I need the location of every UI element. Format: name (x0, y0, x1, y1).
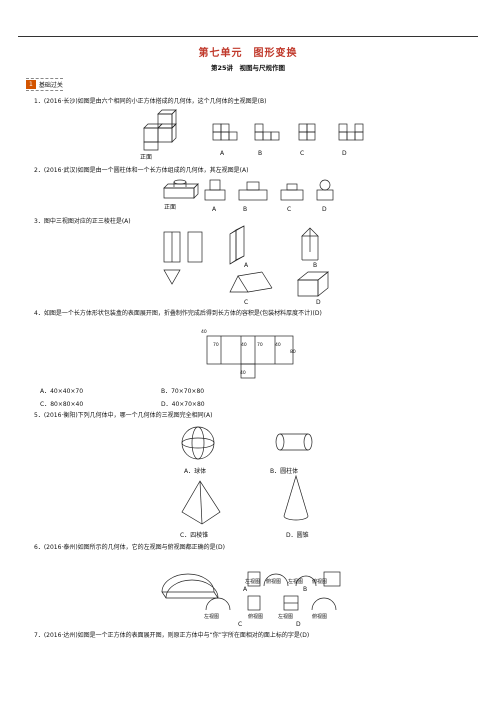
q6-c-top-label: 俯视图 (248, 614, 264, 620)
q4-dim-40-3: 40 (275, 343, 281, 348)
q4-dim-40-left: 40 (201, 330, 207, 335)
question-6-text: 6．(2016·泰州)如图所示的几何体，它的左视图与俯视图都正确的是(D) (34, 544, 225, 551)
q2-option-d: D (322, 206, 327, 213)
q5-option-d: D．圆锥 (286, 532, 309, 539)
question-3-text: 3．图中三视图对应的正三棱柱是(A) (34, 218, 131, 225)
q3-option-d: D (316, 299, 321, 306)
q2-option-c: C (287, 206, 292, 213)
q4-dim-40-2: 40 (241, 343, 247, 348)
q1-option-views (212, 123, 364, 141)
q5-option-a: A．球体 (184, 468, 207, 475)
q3-prism-options (229, 225, 329, 297)
header-rule (18, 36, 478, 37)
q3-option-b: B (313, 262, 318, 269)
q6-b-left-label: 左视图 (288, 579, 304, 585)
q1-option-d: D (342, 150, 347, 157)
question-1-text: 1．(2016·长沙)如图是由六个相同的小正方体搭成的几何体，这个几何体的主视图… (34, 98, 267, 105)
q5-option-b: B．圆柱体 (270, 468, 299, 475)
q5-solid-figures (181, 426, 313, 525)
q2-solid-figure (163, 179, 199, 199)
q1-option-b: B (258, 150, 263, 157)
unit-title: 第七单元 图形变换 (198, 48, 298, 59)
q4-box-net (206, 335, 294, 379)
q6-option-c: C (238, 621, 243, 628)
q6-a-top-label: 俯视图 (266, 579, 282, 585)
q3-three-views (163, 231, 203, 285)
q6-lower-views (205, 595, 337, 611)
q2-option-b: B (243, 206, 248, 213)
q1-solid-figure (143, 109, 177, 151)
q2-option-a: A (212, 206, 217, 213)
q6-option-b: B (303, 586, 308, 593)
q6-c-left-label: 左视图 (204, 614, 220, 620)
q4-dim-70-1: 70 (213, 343, 219, 348)
q4-choice-b: B．70×70×80 (161, 388, 205, 395)
q6-option-d: D (296, 621, 301, 628)
q4-choice-c: C．80×80×40 (40, 401, 84, 408)
q6-b-top-label: 俯视图 (312, 579, 328, 585)
question-4-text: 4．如图是一个长方体形状包装盒的表面展开图，折叠制作完成后得到长方体的容积是(包… (34, 310, 322, 317)
q4-dim-70-2: 70 (257, 343, 263, 348)
lesson-title: 第25讲 视图与尺规作图 (210, 64, 286, 72)
q4-choice-d: D．40×70×80 (161, 401, 205, 408)
q1-option-c: C (300, 150, 305, 157)
section-number: 1 (26, 80, 36, 89)
q3-option-a: A (244, 262, 249, 269)
q6-d-left-label: 左视图 (278, 614, 294, 620)
q4-choice-a: A．40×40×70 (40, 388, 84, 395)
section-heading: 1 基础过关 (26, 78, 63, 91)
q1-front-label: 正面 (140, 154, 153, 161)
q2-option-views (204, 179, 334, 201)
q1-option-a: A (220, 150, 225, 157)
question-2-text: 2．(2016·武汉)如图是由一个圆柱体和一个长方体组成的几何体，其左视图是(A… (34, 167, 249, 174)
section-label: 基础过关 (38, 82, 63, 89)
q4-dim-80: 80 (290, 350, 296, 355)
q4-dim-40-bottom: 40 (240, 371, 246, 376)
q3-option-c: C (244, 299, 249, 306)
question-5-text: 5．(2016·衡阳)下列几何体中，哪一个几何体的三视图完全相同(A) (34, 412, 213, 419)
q5-option-c: C．四棱锥 (180, 532, 209, 539)
q2-front-label: 正面 (164, 204, 177, 211)
q6-a-left-label: 左视图 (245, 579, 261, 585)
q6-option-a: A (243, 586, 248, 593)
question-7-text: 7．(2016·达州)如图是一个正方体的表面展开图，则原正方体中与“你”字所在面… (34, 632, 310, 639)
q6-d-top-label: 俯视图 (312, 614, 328, 620)
